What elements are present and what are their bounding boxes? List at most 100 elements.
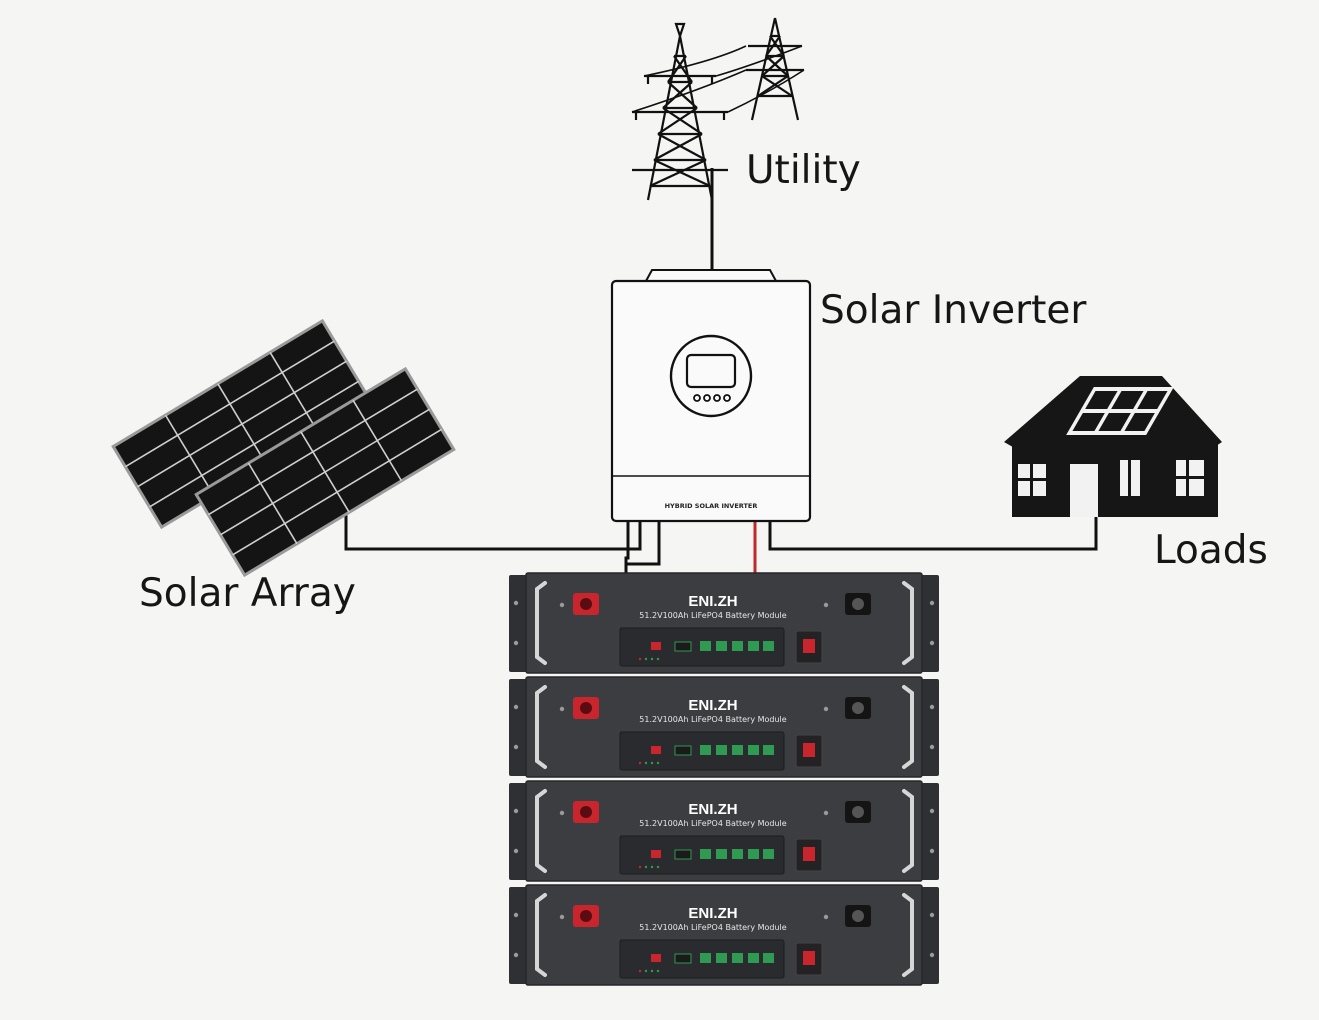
battery-comm-port xyxy=(716,641,727,651)
battery-negative-terminal-core xyxy=(852,598,864,610)
battery-breaker-switch xyxy=(803,951,815,965)
wire-inverter-to-battery-b xyxy=(626,521,661,566)
battery-comm-port xyxy=(748,849,759,859)
battery-screw xyxy=(929,744,935,750)
utility-tower-icon xyxy=(631,17,805,201)
battery-comm-port xyxy=(700,849,711,859)
battery-positive-terminal-core xyxy=(580,910,592,922)
solar-inverter-device: HYBRID SOLAR INVERTER xyxy=(610,269,812,523)
battery-negative-terminal-core xyxy=(852,806,864,818)
wire-solar-to-inverter xyxy=(344,497,642,551)
wire-inverter-to-battery-a xyxy=(624,521,630,574)
battery-handle-left xyxy=(535,685,547,769)
battery-comm-port xyxy=(732,641,743,651)
battery-screw xyxy=(929,600,935,606)
battery-comm-port xyxy=(748,953,759,963)
battery-negative-terminal-core xyxy=(852,910,864,922)
battery-subtitle: 51.2V100Ah LiFePO4 Battery Module xyxy=(639,819,786,828)
battery-breaker-switch xyxy=(803,743,815,757)
battery-status-led xyxy=(638,969,642,973)
battery-comm-port xyxy=(700,641,711,651)
battery-status-led xyxy=(638,657,642,661)
battery-screw xyxy=(513,808,519,814)
battery-screw xyxy=(513,912,519,918)
battery-handle-left xyxy=(535,581,547,665)
battery-screw xyxy=(929,640,935,646)
battery-screw xyxy=(559,914,565,920)
battery-positive-terminal-core xyxy=(580,806,592,818)
connection-wires xyxy=(344,168,1098,574)
battery-screw xyxy=(823,706,829,712)
battery-comm-port xyxy=(763,641,774,651)
battery-status-led xyxy=(644,969,648,973)
house-door xyxy=(1070,464,1098,517)
battery-status-led xyxy=(638,865,642,869)
battery-status-led xyxy=(650,969,654,973)
battery-comm-port xyxy=(716,745,727,755)
battery-handle-right xyxy=(902,581,914,665)
battery-handle-left xyxy=(535,789,547,873)
solar-array-icon xyxy=(111,318,456,578)
battery-screw xyxy=(559,810,565,816)
battery-status-led xyxy=(656,865,660,869)
battery-breaker-switch xyxy=(803,847,815,861)
battery-screw xyxy=(559,602,565,608)
battery-screw xyxy=(823,914,829,920)
battery-comm-port xyxy=(716,953,727,963)
battery-screw xyxy=(823,602,829,608)
battery-power-button xyxy=(651,642,661,650)
battery-screw xyxy=(559,706,565,712)
battery-subtitle: 51.2V100Ah LiFePO4 Battery Module xyxy=(639,715,786,724)
house-loads-icon xyxy=(1004,376,1222,517)
battery-power-button xyxy=(651,954,661,962)
battery-brand: ENI.ZH xyxy=(688,801,737,818)
battery-handle-left xyxy=(535,893,547,977)
battery-screw xyxy=(823,810,829,816)
battery-comm-port xyxy=(732,745,743,755)
tower-large xyxy=(632,22,728,201)
battery-screw xyxy=(513,848,519,854)
battery-handle-right xyxy=(902,893,914,977)
battery-comm-port xyxy=(763,745,774,755)
battery-status-led xyxy=(656,969,660,973)
inverter-panel-text: HYBRID SOLAR INVERTER xyxy=(665,502,758,510)
battery-screw xyxy=(513,704,519,710)
battery-brand: ENI.ZH xyxy=(688,905,737,922)
battery-comm-port xyxy=(716,849,727,859)
wire-inverter-to-loads xyxy=(768,515,1098,551)
battery-positive-terminal-core xyxy=(580,702,592,714)
battery-screw xyxy=(513,640,519,646)
battery-subtitle: 51.2V100Ah LiFePO4 Battery Module xyxy=(639,611,786,620)
battery-status-led xyxy=(650,657,654,661)
battery-status-led xyxy=(656,761,660,765)
battery-dip-switch xyxy=(674,953,692,964)
battery-comm-port xyxy=(732,953,743,963)
battery-screw xyxy=(513,600,519,606)
battery-dip-switch xyxy=(674,849,692,860)
battery-power-button xyxy=(651,746,661,754)
house-body xyxy=(1012,394,1218,517)
battery-dip-switch xyxy=(674,641,692,652)
solar-inverter-label: Solar Inverter xyxy=(820,288,1087,333)
battery-screw xyxy=(929,952,935,958)
inverter-buttons xyxy=(693,394,731,402)
house-roof-solar-panel xyxy=(1066,387,1174,435)
house-window-mullions xyxy=(1018,460,1204,496)
battery-screw xyxy=(513,952,519,958)
battery-subtitle: 51.2V100Ah LiFePO4 Battery Module xyxy=(639,923,786,932)
battery-status-led xyxy=(644,761,648,765)
battery-brand: ENI.ZH xyxy=(688,593,737,610)
battery-comm-port xyxy=(732,849,743,859)
battery-status-led xyxy=(650,865,654,869)
battery-negative-terminal-core xyxy=(852,702,864,714)
solar-panel-front xyxy=(194,366,456,578)
inverter-top-cap xyxy=(644,269,778,282)
solar-array-label: Solar Array xyxy=(139,571,356,616)
tower-small xyxy=(746,17,804,121)
inverter-lcd-screen xyxy=(685,353,737,389)
